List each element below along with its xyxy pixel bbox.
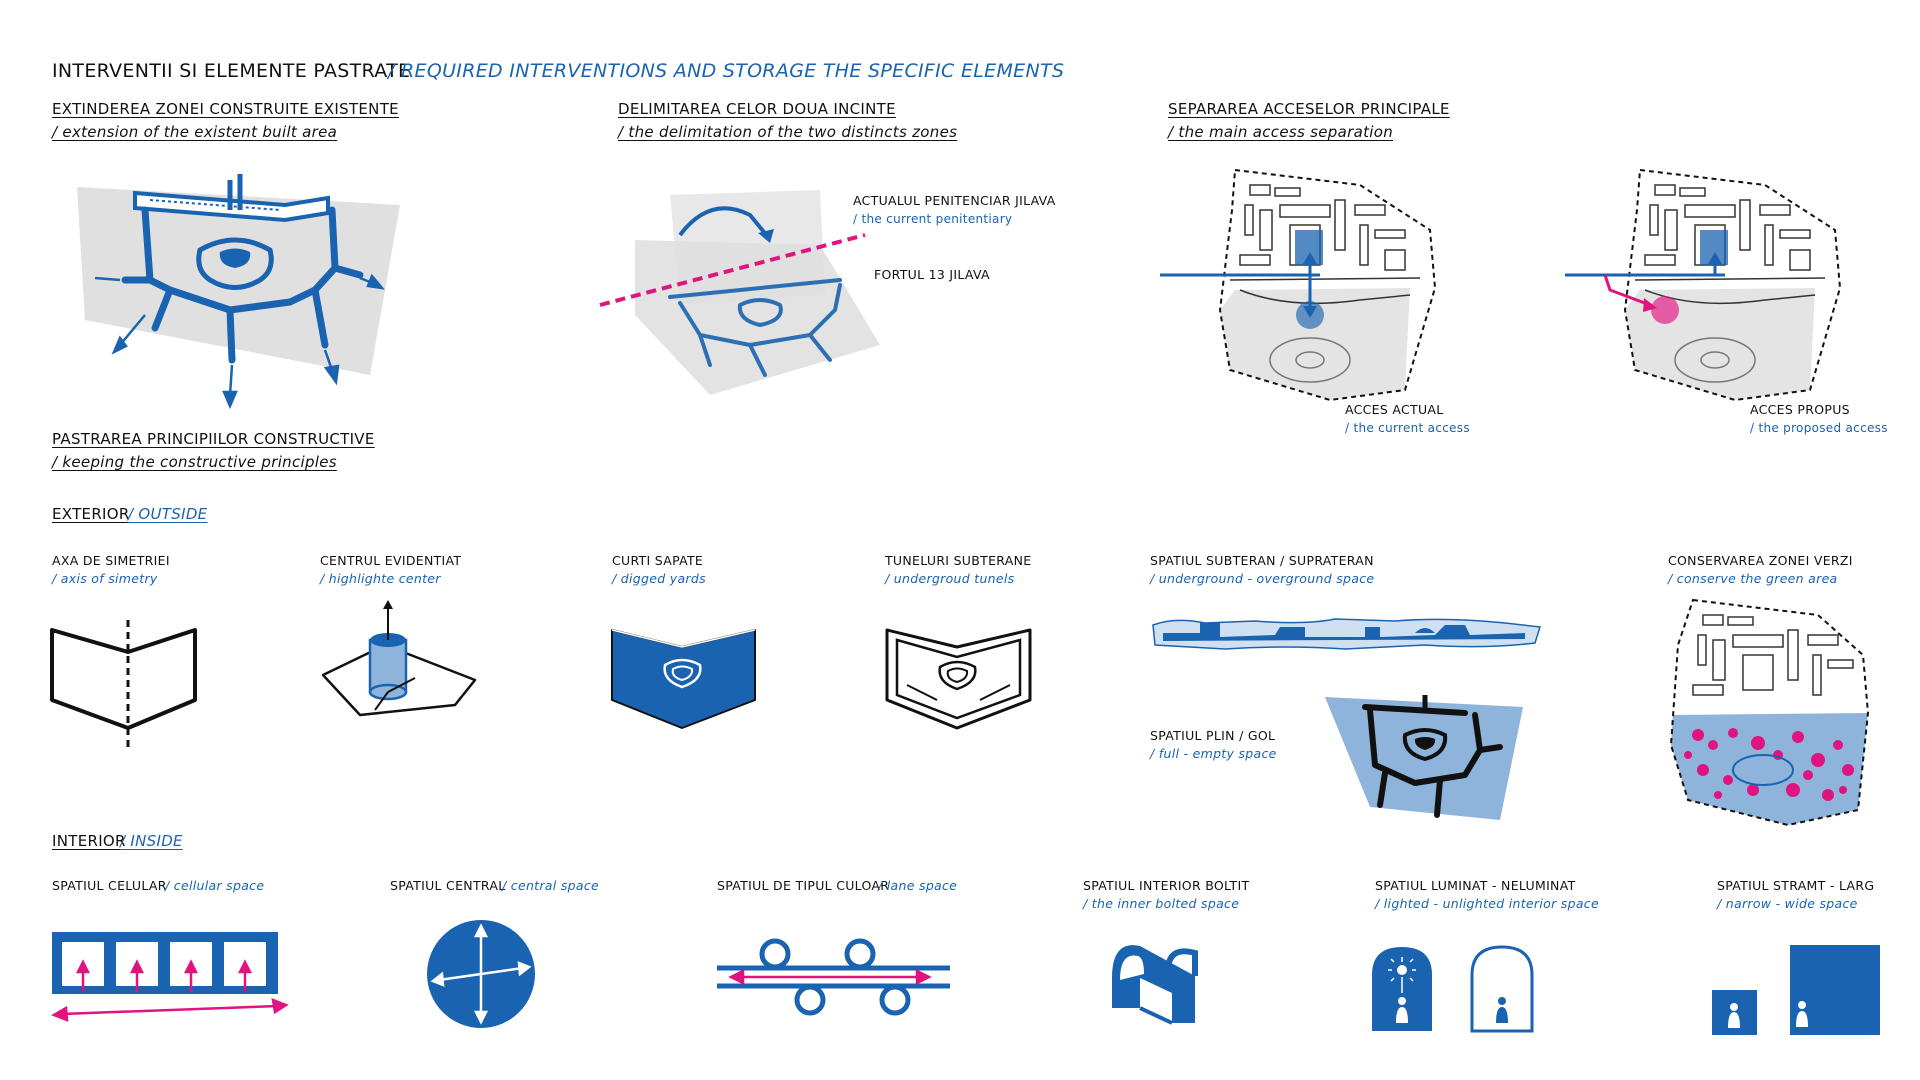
- interior-item-1-subtitle: / central space: [502, 878, 599, 893]
- cellular-space-icon: [51, 932, 289, 1022]
- delimitation-diagram: [599, 190, 880, 395]
- exterior-item-6-subtitle: / conserve the green area: [1668, 571, 1838, 586]
- interior-item-3-title: SPATIUL INTERIOR BOLTIT: [1083, 878, 1250, 893]
- exterior-item-6-title: CONSERVAREA ZONEI VERZI: [1668, 553, 1853, 568]
- access-title: SEPARAREA ACCESELOR PRINCIPALE: [1168, 100, 1450, 118]
- interior-item-4-title: SPATIUL LUMINAT - NELUMINAT: [1375, 878, 1576, 893]
- exterior-item-3-subtitle: / undergroud tunels: [885, 571, 1015, 586]
- exterior-item-0-title: AXA DE SIMETRIEI: [52, 553, 170, 568]
- principles-subtitle: / keeping the constructive principles: [52, 453, 337, 471]
- interior-item-5-title: SPATIUL STRAMT - LARG: [1717, 878, 1875, 893]
- interior-item-4-subtitle: / lighted - unlighted interior space: [1375, 896, 1599, 911]
- access-proposed-diagram: [1565, 168, 1842, 402]
- interior-item-2-title: SPATIUL DE TIPUL CULOAR: [717, 878, 890, 893]
- axis-symmetry-icon: [50, 620, 197, 750]
- highlight-center-icon: [321, 600, 477, 717]
- exterior-item-4-subtitle: / underground - overground space: [1150, 571, 1375, 586]
- underground-overground-section: [1152, 618, 1541, 650]
- wide-space-icon: [1790, 945, 1880, 1035]
- exterior-item-1-subtitle: / highlighte center: [320, 571, 441, 586]
- exterior-item-3-title: TUNELURI SUBTERANE: [885, 553, 1032, 568]
- interior-item-3-subtitle: / the inner bolted space: [1083, 896, 1240, 911]
- access-current-diagram: [1160, 168, 1437, 402]
- narrow-space-icon: [1712, 990, 1757, 1035]
- interior-heading: INTERIOR: [52, 832, 126, 850]
- page-title: INTERVENTII SI ELEMENTE PASTRATE: [52, 60, 411, 82]
- interior-item-2-subtitle: / lane space: [878, 878, 958, 893]
- lighted-space-icon: [1372, 947, 1432, 1031]
- digged-yards-icon: [611, 629, 756, 729]
- label-penitentiary-sub: / the current penitentiary: [853, 212, 1013, 226]
- exterior-item-5-title: SPATIUL PLIN / GOL: [1150, 728, 1276, 743]
- extension-title: EXTINDEREA ZONEI CONSTRUITE EXISTENTE: [52, 100, 399, 118]
- exterior-item-2-title: CURTI SAPATE: [612, 553, 704, 568]
- extension-diagram: [77, 174, 400, 410]
- interior-item-0-subtitle: / cellular space: [165, 878, 265, 893]
- lane-space-icon: [717, 938, 950, 1016]
- label-access-proposed: ACCES PROPUS: [1750, 402, 1850, 417]
- central-space-icon: [427, 920, 535, 1028]
- label-access-proposed-sub: / the proposed access: [1750, 421, 1888, 435]
- interior-item-5-subtitle: / narrow - wide space: [1717, 896, 1858, 911]
- underground-tunnels-icon: [885, 628, 1032, 730]
- interior-item-1-title: SPATIUL CENTRAL: [390, 878, 506, 893]
- delimitation-subtitle: / the delimitation of the two distincts …: [618, 123, 958, 141]
- principles-title: PASTRAREA PRINCIPIILOR CONSTRUCTIVE: [52, 430, 375, 448]
- delimitation-title: DELIMITAREA CELOR DOUA INCINTE: [618, 100, 896, 118]
- exterior-heading-sub: / OUTSIDE: [128, 505, 208, 523]
- exterior-heading: EXTERIOR: [52, 505, 130, 523]
- interior-heading-sub: / INSIDE: [120, 832, 183, 850]
- unlighted-space-icon: [1470, 945, 1534, 1033]
- exterior-item-5-subtitle: / full - empty space: [1150, 746, 1277, 761]
- exterior-item-2-subtitle: / digged yards: [612, 571, 706, 586]
- access-subtitle: / the main access separation: [1168, 123, 1394, 141]
- conserve-green-area-icon: [1669, 598, 1870, 827]
- label-access-current-sub: / the current access: [1345, 421, 1470, 435]
- exterior-item-1-title: CENTRUL EVIDENTIAT: [320, 553, 462, 568]
- interior-item-0-title: SPATIUL CELULAR: [52, 878, 167, 893]
- extension-subtitle: / extension of the existent built area: [52, 123, 338, 141]
- exterior-item-4-title: SPATIUL SUBTERAN / SUPRATERAN: [1150, 553, 1374, 568]
- exterior-item-0-subtitle: / axis of simetry: [52, 571, 158, 586]
- vaulted-space-icon: [1112, 945, 1198, 1025]
- full-empty-icon: [1325, 695, 1523, 820]
- page-subtitle: / REQUIRED INTERVENTIONS AND STORAGE THE…: [388, 60, 1065, 82]
- label-penitentiary: ACTUALUL PENITENCIAR JILAVA: [853, 193, 1056, 208]
- label-access-current: ACCES ACTUAL: [1345, 402, 1444, 417]
- label-fort: FORTUL 13 JILAVA: [874, 267, 990, 282]
